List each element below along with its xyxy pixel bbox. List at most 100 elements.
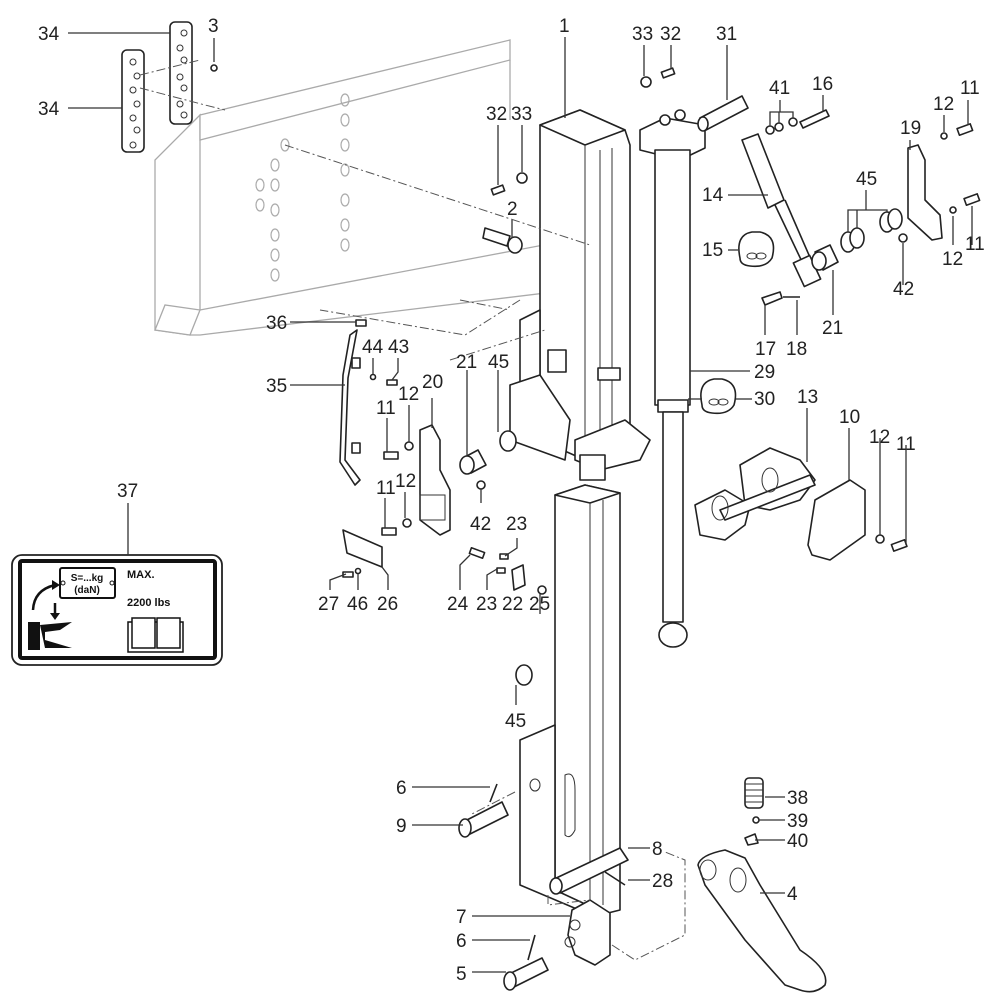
callout-32: 32	[660, 24, 681, 45]
washer-46	[354, 567, 362, 575]
callout-33: 33	[511, 104, 532, 125]
plug-36	[355, 319, 367, 327]
inner-column	[519, 484, 621, 919]
lever-4	[697, 849, 827, 993]
callout-25: 25	[529, 594, 550, 615]
callout-40: 40	[787, 831, 808, 852]
outer-column-1	[509, 109, 651, 481]
pin-31	[697, 95, 749, 132]
callout-19: 19	[900, 118, 921, 139]
washer-33-top	[640, 76, 652, 88]
callout-45: 45	[856, 169, 877, 190]
callout-12: 12	[933, 94, 954, 115]
bracket-plate-19	[907, 144, 943, 241]
callout-18: 18	[786, 339, 807, 360]
washer-12-left	[404, 441, 414, 451]
callout-11: 11	[960, 78, 980, 99]
hardware-bag-30	[700, 378, 737, 415]
pin-9	[458, 801, 509, 838]
callout-6: 6	[396, 778, 407, 799]
callout-31: 31	[716, 24, 737, 45]
callout-45: 45	[488, 352, 509, 373]
load-arrow-icon	[31, 583, 56, 611]
callout-23: 23	[506, 514, 527, 535]
washer-44	[369, 373, 377, 381]
seal-ring-45-bottom	[515, 664, 533, 686]
callout-28: 28	[652, 871, 673, 892]
callout-11: 11	[376, 478, 396, 499]
bolt-11-lower-left	[381, 527, 397, 536]
pin-23-top	[499, 553, 509, 560]
callout-34: 34	[38, 24, 60, 45]
callout-30: 30	[754, 389, 775, 410]
callout-27: 27	[318, 594, 339, 615]
callout-12: 12	[398, 384, 419, 405]
callout-26: 26	[377, 594, 398, 615]
hydraulic-cylinder-29	[639, 109, 706, 648]
callout-46: 46	[347, 594, 368, 615]
hook-bracket-13	[694, 447, 816, 541]
callout-20: 20	[422, 372, 443, 393]
spring-38	[744, 777, 764, 809]
callout-1: 1	[559, 16, 570, 37]
callout-17: 17	[755, 339, 776, 360]
callout-14: 14	[702, 185, 724, 206]
nut-25	[537, 585, 547, 595]
cotter-pin-28	[604, 871, 626, 886]
cotter-pin-6-bottom	[527, 934, 536, 961]
callout-10: 10	[839, 407, 860, 428]
spacer-plate-34-front	[121, 49, 145, 153]
load-plate-icon	[59, 567, 116, 599]
bolt-11-lower-right	[890, 538, 908, 552]
washer-12-lower-right	[875, 534, 885, 544]
screw-43	[386, 379, 398, 386]
screw-32-left	[490, 184, 506, 196]
bolt-24	[468, 546, 486, 560]
screw-39	[752, 816, 760, 824]
pin-8	[549, 847, 629, 895]
washer-plate-40	[744, 833, 759, 846]
washer-12-lower-left	[402, 518, 412, 528]
mounting-frame	[154, 39, 571, 336]
decal-max-label: MAX.	[127, 569, 155, 581]
callout-16: 16	[812, 74, 833, 95]
callout-42: 42	[893, 279, 914, 300]
decal-capacity: 2200 lbs	[127, 597, 170, 609]
bracket-plate-20	[419, 424, 451, 536]
callout-23: 23	[476, 594, 497, 615]
fork-icon	[28, 622, 72, 650]
washer-33-left	[516, 172, 528, 184]
seal-ring-45-left	[499, 430, 517, 452]
rail-35	[339, 329, 361, 486]
decal-plate-line2: (daN)	[74, 585, 100, 596]
callout-6: 6	[456, 931, 467, 952]
callout-42: 42	[470, 514, 491, 535]
callout-33: 33	[632, 24, 653, 45]
pin-17	[761, 291, 783, 306]
bolt-11-right	[963, 193, 981, 207]
callout-36: 36	[266, 313, 287, 334]
warning-decal-37: S=...kg (daN) MAX. 2200 lbs	[11, 554, 223, 666]
pin-23-bottom	[496, 567, 506, 574]
cover-plate-10	[807, 479, 866, 561]
callout-9: 9	[396, 816, 407, 837]
callout-29: 29	[754, 362, 775, 383]
callout-22: 22	[502, 594, 523, 615]
callout-43: 43	[388, 337, 409, 358]
bolt-11-top-right	[956, 123, 974, 137]
manual-book-icon	[127, 617, 184, 653]
callout-38: 38	[787, 788, 808, 809]
callout-21: 21	[822, 318, 843, 339]
callout-35: 35	[266, 376, 287, 397]
screw-32-top	[660, 67, 676, 79]
callout-7: 7	[456, 907, 467, 928]
leader-lines	[68, 32, 973, 973]
callout-41: 41	[769, 78, 790, 99]
callout-4: 4	[787, 884, 798, 905]
callout-13: 13	[797, 387, 818, 408]
washer-12-top-right	[940, 132, 948, 140]
hardware-bag-15	[738, 231, 775, 268]
block-22	[511, 564, 526, 591]
